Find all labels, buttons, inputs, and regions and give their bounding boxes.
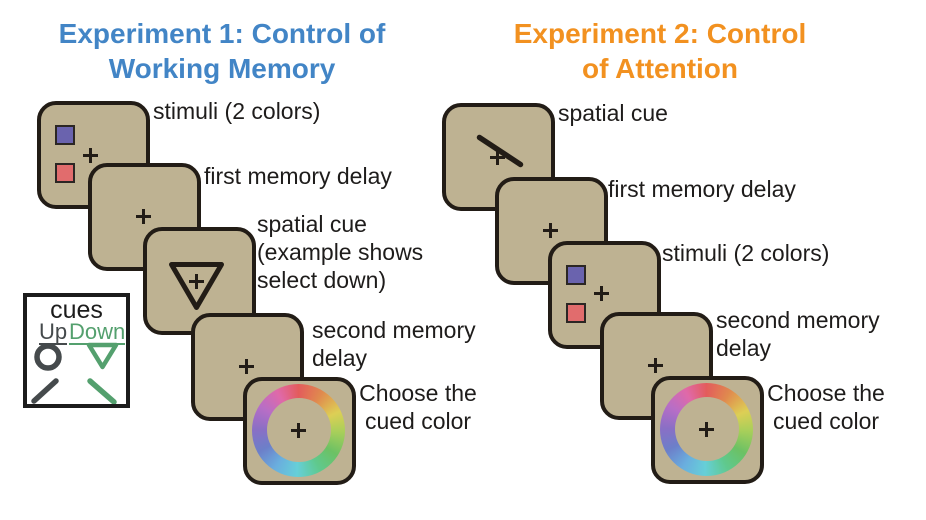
- down-diagonal-line-cue-icon: [87, 378, 117, 404]
- stimulus-square-blue: [566, 265, 586, 285]
- exp1-step-label-first-delay: first memory delay: [204, 163, 392, 189]
- experiment2-title-line1: Experiment 2: Control: [513, 18, 807, 49]
- fixation-cross-icon: [189, 274, 204, 289]
- stimulus-square-blue: [55, 125, 75, 145]
- fixation-cross-icon: [543, 223, 558, 238]
- exp1-step-label-spatial-cue: spatial cue (example shows select down): [257, 211, 424, 293]
- fixation-cross-icon: [490, 150, 505, 165]
- cues-legend: cues Up Down: [23, 293, 130, 408]
- cues-up-label: Up: [39, 319, 68, 345]
- exp2-card-color-wheel: [651, 376, 764, 484]
- stimulus-square-red: [566, 303, 586, 323]
- cues-legend-title: cues: [50, 296, 103, 324]
- up-diagonal-line-cue-icon: [31, 378, 59, 404]
- stimulus-square-red: [55, 163, 75, 183]
- exp2-step-label-first-delay: first memory delay: [608, 176, 796, 202]
- down-triangle-cue-icon: [169, 262, 224, 310]
- exp2-step-label-spatial-cue: spatial cue: [558, 100, 668, 126]
- fixation-cross-icon: [648, 358, 663, 373]
- fixation-cross-icon: [239, 359, 254, 374]
- fixation-cross-icon: [136, 209, 151, 224]
- fixation-cross-icon: [291, 423, 306, 438]
- down-triangle-cue-icon: [86, 342, 119, 370]
- exp2-step-label-second-delay: second memory delay: [716, 307, 880, 361]
- fixation-cross-icon: [83, 148, 98, 163]
- exp1-step-label-second-delay: second memory delay: [312, 317, 476, 371]
- experiment1-title-line2: Working Memory: [108, 53, 336, 84]
- up-circle-cue-icon: [34, 343, 62, 371]
- fixation-cross-icon: [699, 422, 714, 437]
- exp1-step-label-choose-color: Choose the cued color: [359, 380, 477, 434]
- experiment1-title: Experiment 1: Control of Working Memory: [50, 16, 394, 86]
- exp1-card-color-wheel: [243, 377, 356, 485]
- experiment2-title: Experiment 2: Control of Attention: [494, 16, 826, 86]
- fixation-cross-icon: [594, 286, 609, 301]
- experiment2-title-line2: of Attention: [581, 53, 739, 84]
- exp2-step-label-choose-color: Choose the cued color: [767, 380, 885, 434]
- cues-legend-shapes: [31, 342, 119, 404]
- exp1-step-label-stimuli: stimuli (2 colors): [153, 98, 321, 124]
- exp2-step-label-stimuli: stimuli (2 colors): [662, 240, 830, 266]
- diagonal-line-cue-icon: [476, 134, 524, 168]
- experiment1-title-line1: Experiment 1: Control of: [58, 18, 386, 49]
